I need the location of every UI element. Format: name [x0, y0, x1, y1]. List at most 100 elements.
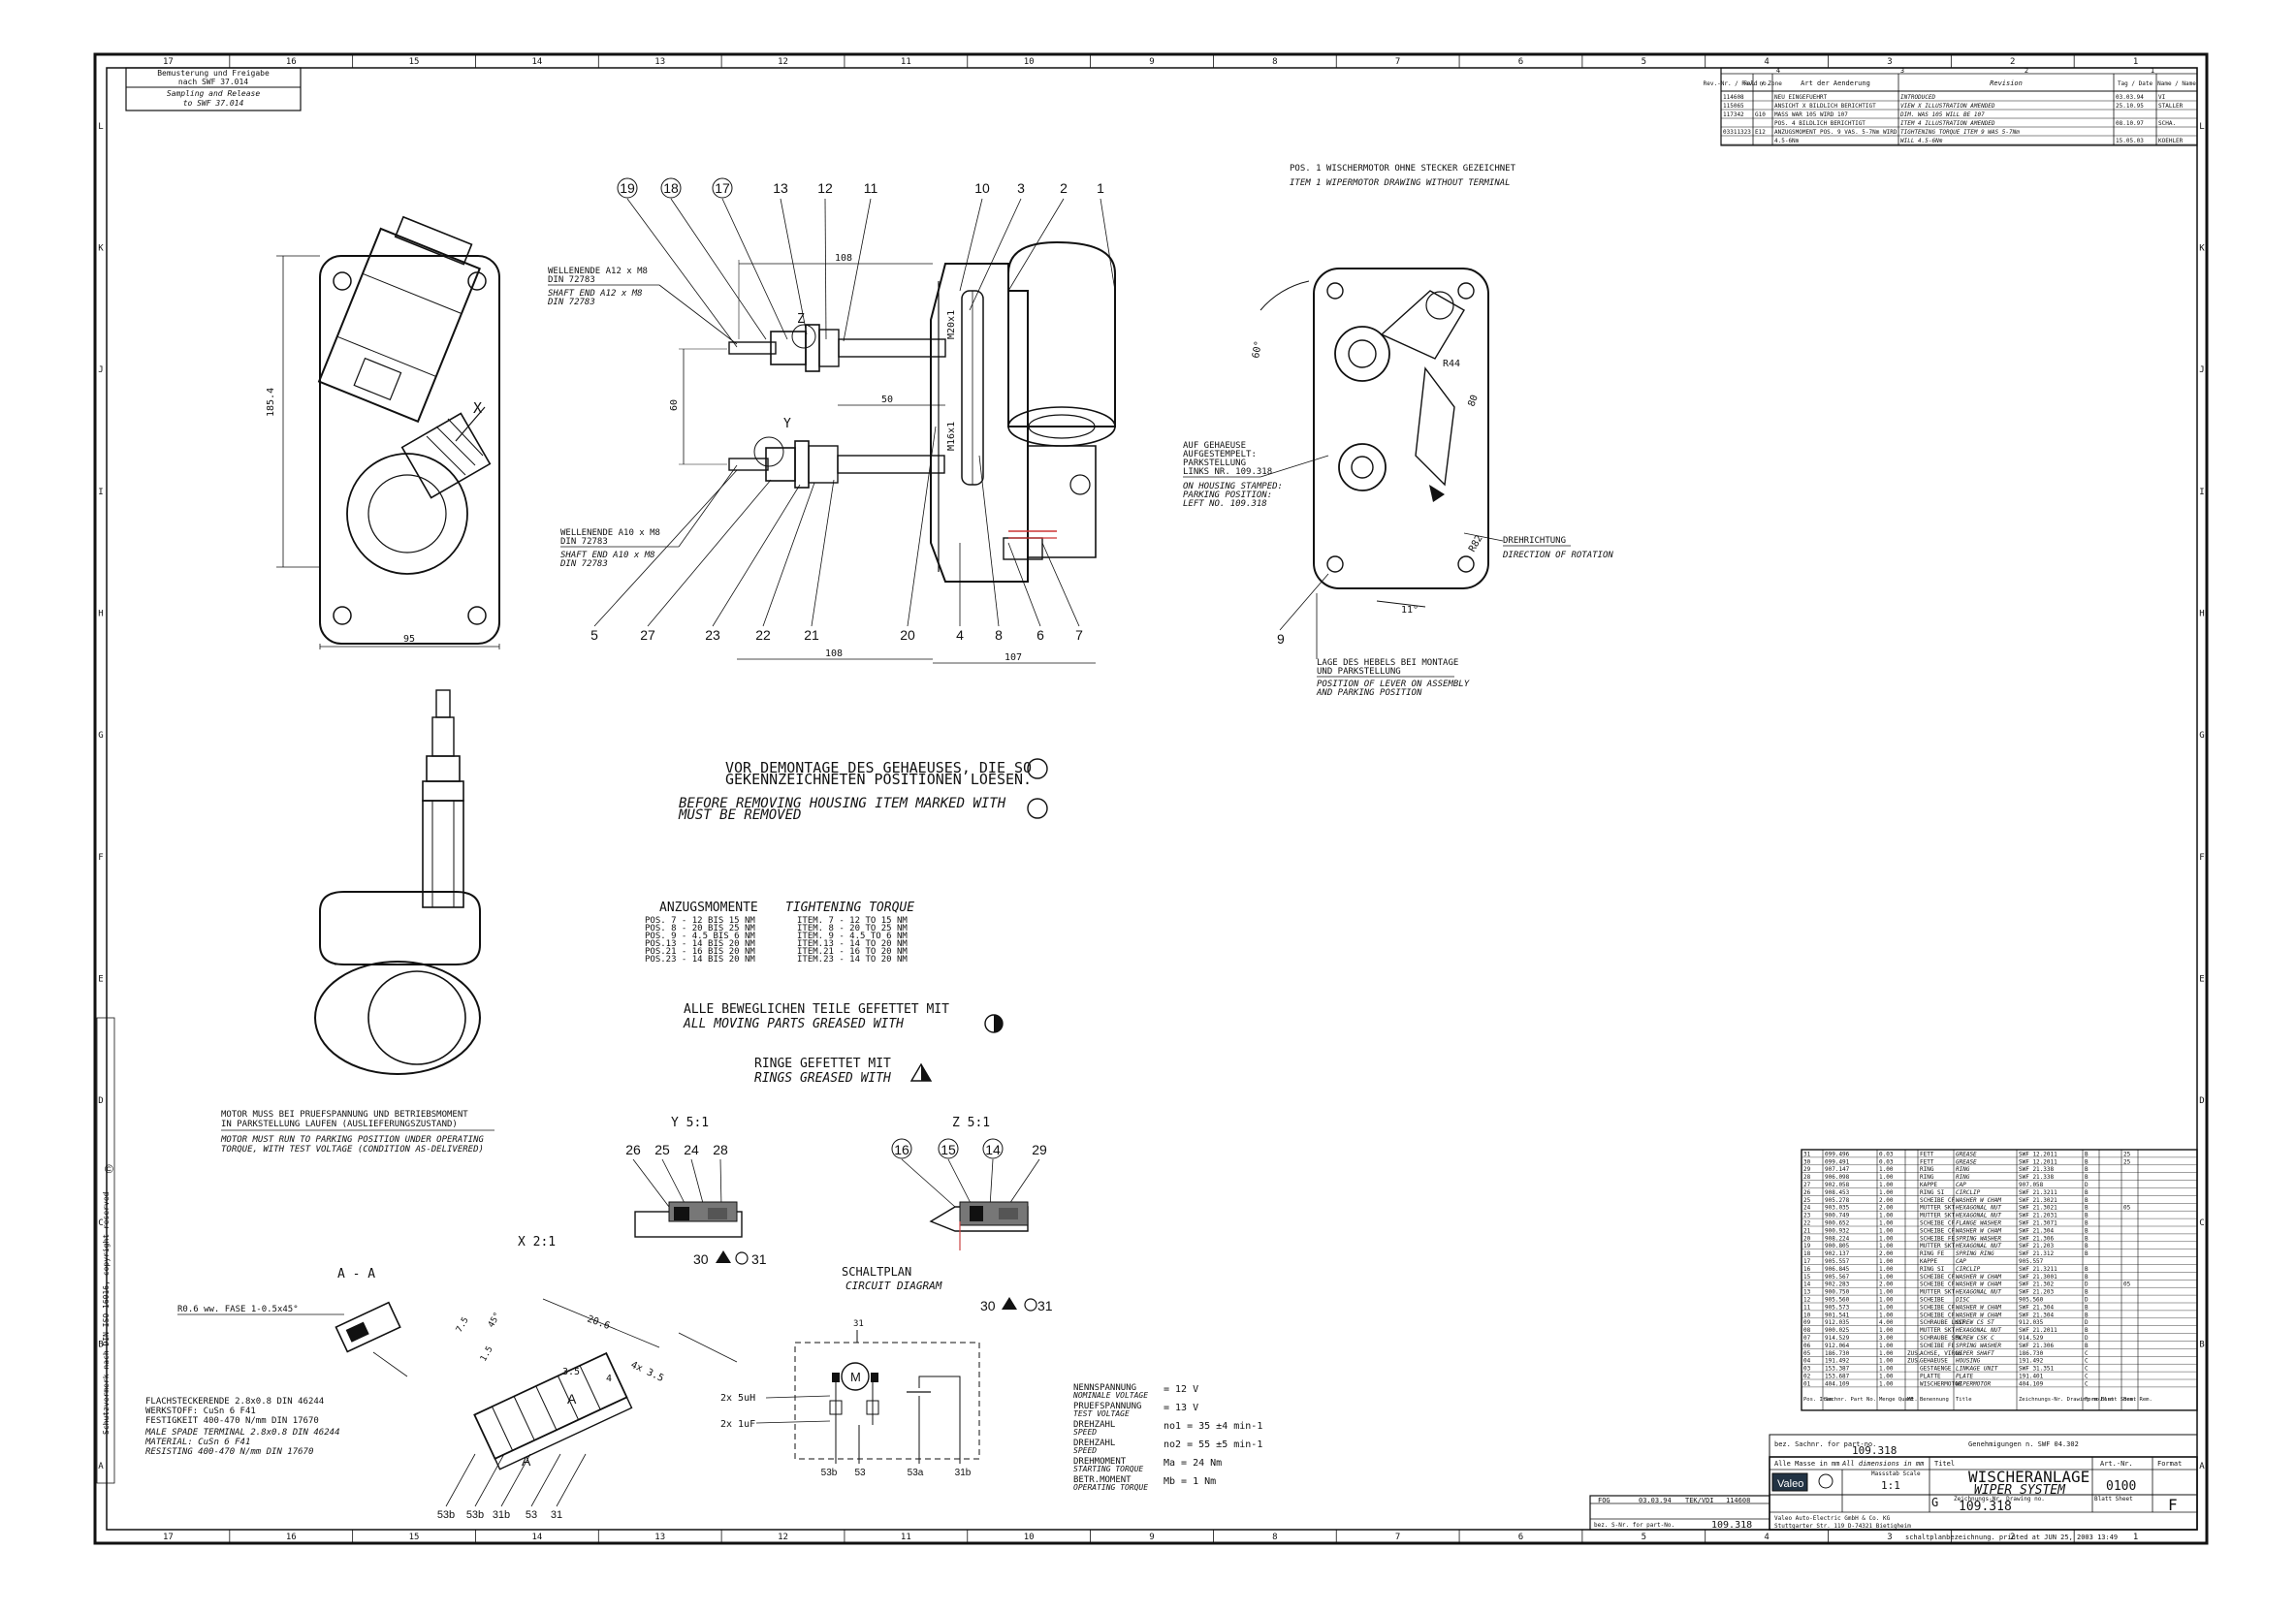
- callout-leader: [969, 198, 1022, 311]
- part-cell-5-5: CIRCLIP: [1956, 1189, 1981, 1196]
- spec-de-2: DREHZAHL: [1073, 1420, 1115, 1430]
- parts-header-2: Menge Quant.: [1879, 1397, 1918, 1403]
- part-cell-4-5: CAP: [1956, 1182, 1966, 1188]
- tb-tolerance: Alle Masse in mm: [1774, 1460, 1839, 1468]
- part-cell-9-6: SWF 21.3071: [2019, 1220, 2057, 1227]
- border-col-bottom-1: 1: [2133, 1533, 2138, 1542]
- shaft-a12-de-2: DIN 72783: [548, 275, 595, 285]
- part-cell-22-7: D: [2085, 1319, 2089, 1326]
- border-col-bottom-13: 13: [654, 1533, 665, 1542]
- border-row-left-H: H: [98, 610, 103, 619]
- border-row-right-A: A: [2199, 1462, 2205, 1471]
- part-cell-6-5: WASHER W CHAM: [1956, 1197, 2001, 1204]
- part-cell-23-7: B: [2085, 1327, 2089, 1334]
- border-col-top-5: 5: [1642, 57, 1646, 67]
- part-cell-28-1: 153.387: [1825, 1366, 1850, 1373]
- detail-z-title: Z 5:1: [952, 1116, 990, 1130]
- part-cell-30-6: 404.109: [2019, 1380, 2044, 1387]
- callout-top-3: 3: [1017, 180, 1025, 196]
- notes-block: VOR DEMONTAGE DES GEHAEUSES, DIE SO GEKE…: [220, 758, 1048, 1154]
- callout-leader: [843, 198, 872, 342]
- callout-leader: [670, 198, 767, 340]
- spec-en-2: SPEED: [1073, 1428, 1097, 1437]
- part-cell-12-1: 900.805: [1825, 1243, 1850, 1249]
- stamp-en-1: ON HOUSING STAMPED:: [1183, 482, 1283, 491]
- terminal-en-1: MALE SPADE TERMINAL 2.8x0.8 DIN 46244: [144, 1428, 339, 1438]
- callout-leader: [626, 198, 738, 348]
- part-cell-14-1: 905.557: [1825, 1258, 1850, 1265]
- part-cell-20-1: 905.573: [1825, 1304, 1850, 1311]
- part-cell-19-4: SCHEIBE: [1920, 1297, 1945, 1304]
- part-cell-7-2: 2.00: [1879, 1205, 1894, 1212]
- part-cell-10-1: 900.932: [1825, 1227, 1850, 1234]
- part-cell-22-1: 912.035: [1825, 1319, 1850, 1326]
- part-cell-26-4: ACHSE, VIRCH.: [1920, 1350, 1965, 1357]
- detail-z-31: 31: [1037, 1298, 1053, 1313]
- torque-de-0: POS. 7 - 12 BIS 15 NM: [645, 916, 755, 926]
- shaft-a12-en-2: DIN 72783: [547, 298, 595, 307]
- detail-y-title: Y 5:1: [671, 1116, 709, 1130]
- stamp-de-2: AUFGESTEMPELT:: [1183, 450, 1257, 459]
- part-cell-27-5: HOUSING: [1955, 1358, 1981, 1365]
- spec-value-5: Mb = 1 Nm: [1164, 1476, 1216, 1487]
- x-dim-4x-3-5: 4x 3.5: [629, 1360, 665, 1384]
- left-view-motor: X 185.4 95: [266, 215, 500, 649]
- part-cell-7-7: B: [2085, 1205, 2089, 1212]
- part-cell-3-0: 28: [1803, 1174, 1811, 1181]
- border-col-top-10: 10: [1024, 57, 1035, 67]
- callout-top-18: 18: [663, 180, 679, 196]
- part-cell-7-5: HEXAGONAL NUT: [1955, 1205, 2001, 1212]
- spec-value-3: no2 = 55 ±5 min-1: [1164, 1439, 1262, 1450]
- part-cell-16-6: SWF 21.3001: [2019, 1274, 2057, 1281]
- sampling-note-en-2: to SWF 37.014: [183, 99, 244, 108]
- rings-de: RINGE GEFETTET MIT: [754, 1057, 891, 1071]
- greased-en: ALL MOVING PARTS GREASED WITH: [683, 1017, 904, 1031]
- shaft-a12-de-1: WELLENENDE A12 x M8: [548, 267, 648, 276]
- rev-cell-3-5: SCHA.: [2158, 120, 2176, 127]
- part-cell-13-6: SWF 21.312: [2019, 1250, 2055, 1257]
- callout-circle: [660, 177, 682, 199]
- parts-header-3: ME: [1907, 1397, 1914, 1403]
- rev-cell-5-4: 15.05.03: [2116, 138, 2144, 144]
- part-cell-29-2: 1.00: [1879, 1374, 1894, 1380]
- stamp-de-1: AUF GEHAEUSE: [1183, 441, 1246, 451]
- callout-circle: [891, 1138, 912, 1159]
- border-row-right-E: E: [2199, 975, 2204, 985]
- callout-bottom-5: 5: [590, 627, 598, 643]
- part-cell-19-5: DISC: [1955, 1297, 1970, 1304]
- part-cell-4-6: 907.058: [2019, 1182, 2044, 1188]
- part-cell-24-2: 3.00: [1879, 1335, 1894, 1342]
- part-cell-0-6: SWF 12.2011: [2019, 1151, 2057, 1157]
- callout-leader: [1006, 1158, 1040, 1208]
- border-row-left-L: L: [98, 122, 103, 132]
- part-cell-0-4: FETT: [1920, 1151, 1934, 1157]
- part-cell-13-0: 18: [1803, 1250, 1811, 1257]
- part-cell-21-4: SCHEIBE CF: [1920, 1312, 1956, 1318]
- rev-cell-0-4: 03.03.94: [2116, 94, 2144, 101]
- border-row-left-D: D: [98, 1096, 103, 1106]
- fog-cell-1: 03.03.94: [1639, 1497, 1672, 1504]
- callout-leader: [1007, 542, 1041, 627]
- callout-leader: [907, 426, 937, 627]
- callout-top-10: 10: [974, 180, 990, 196]
- callout-leader: [632, 1158, 670, 1208]
- parts-header-0: Pos. Item: [1803, 1397, 1833, 1403]
- part-cell-23-1: 900.025: [1825, 1327, 1850, 1334]
- part-cell-11-5: SPRING WASHER: [1956, 1235, 2001, 1242]
- part-cell-24-5: SCREW CSK C: [1956, 1335, 1994, 1342]
- company-logo: Valeo: [1777, 1478, 1803, 1490]
- callout-leader: [690, 1158, 705, 1208]
- border-col-top-17: 17: [163, 57, 174, 67]
- tb-tolerance-en: All dimensions in mm: [1841, 1460, 1925, 1468]
- circuit-diagram: SCHALTPLAN CIRCUIT DIAGRAM 31 M 2x 5uH 2…: [720, 1265, 980, 1478]
- part-cell-23-4: MUTTER SKT: [1920, 1327, 1956, 1334]
- part-cell-10-4: SCHEIBE CF: [1920, 1227, 1956, 1234]
- part-cell-19-0: 12: [1803, 1297, 1811, 1304]
- part-cell-20-5: WASHER W CHAM: [1956, 1304, 2001, 1311]
- border-col-bottom-3: 3: [1887, 1533, 1892, 1542]
- part-cell-22-2: 4.00: [1879, 1319, 1894, 1326]
- part-cell-28-2: 1.00: [1879, 1366, 1894, 1373]
- stamp-en-2: PARKING POSITION:: [1183, 490, 1272, 500]
- rev-cell-1-0: 115065: [1723, 103, 1744, 110]
